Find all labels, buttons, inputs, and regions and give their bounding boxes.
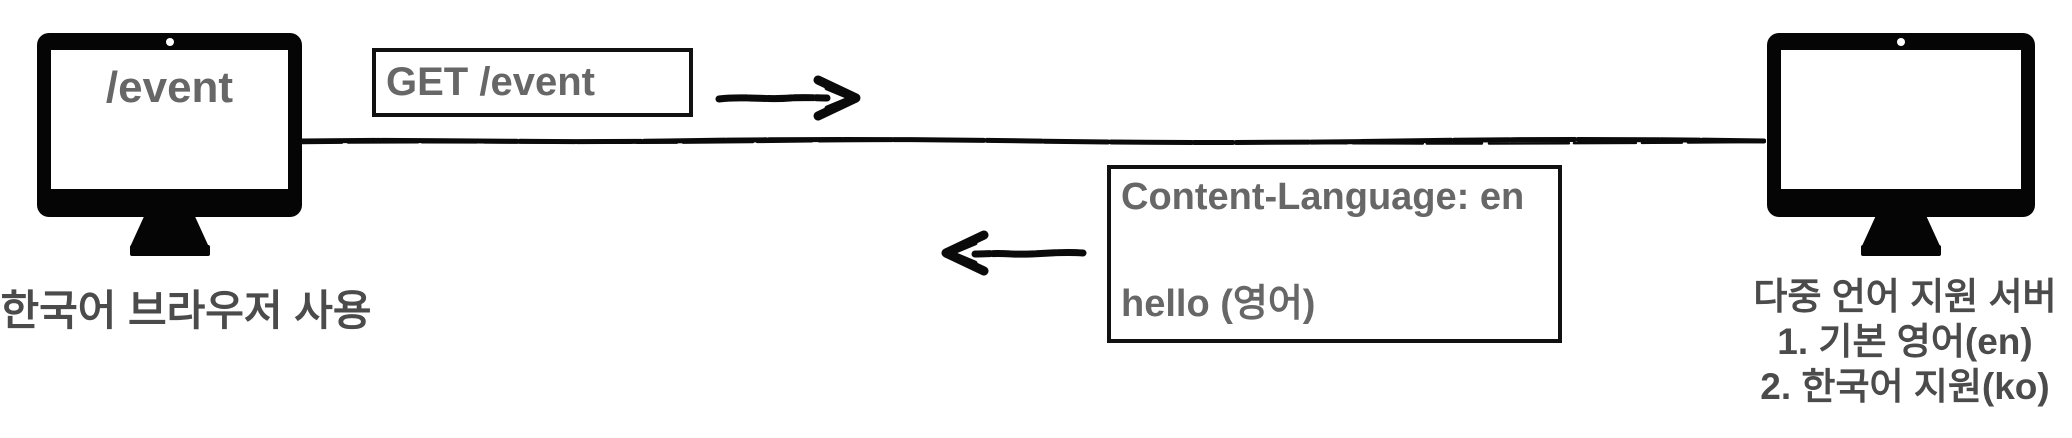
server-caption-line: 2. 한국어 지원(ko): [1760, 366, 2050, 407]
request-label-box: GET /event: [372, 48, 693, 117]
monitor-frame: /event: [37, 33, 302, 217]
response-label-box: Content-Language: en hello (영어): [1107, 165, 1562, 343]
monitor-screen: /event: [51, 50, 288, 189]
server-caption: 다중 언어 지원 서버 1. 기본 영어(en) 2. 한국어 지원(ko): [1738, 274, 2072, 409]
arrow-right-icon: [715, 75, 861, 121]
camera-dot-icon: [165, 38, 174, 46]
monitor-frame: [1767, 33, 2035, 217]
server-caption-line: 1. 기본 영어(en): [1777, 321, 2033, 362]
server-caption-line: 다중 언어 지원 서버: [1753, 276, 2057, 317]
monitor-stand-neck: [1862, 217, 1940, 246]
response-body-label: hello (영어): [1121, 283, 1316, 325]
request-label: GET /event: [386, 60, 595, 104]
server-monitor-icon: [1767, 33, 2035, 258]
client-caption: 한국어 브라우저 사용: [0, 287, 372, 334]
client-monitor-icon: /event: [37, 33, 302, 258]
camera-dot-icon: [1897, 38, 1905, 46]
monitor-stand-base: [1861, 245, 1941, 256]
monitor-stand-base: [129, 245, 210, 256]
client-screen-path-label: /event: [105, 63, 234, 112]
connection-line: [300, 137, 1766, 145]
monitor-stand-neck: [130, 217, 209, 246]
arrow-left-icon: [941, 230, 1087, 276]
response-header-label: Content-Language: en: [1121, 176, 1525, 218]
monitor-screen: [1781, 50, 2021, 189]
